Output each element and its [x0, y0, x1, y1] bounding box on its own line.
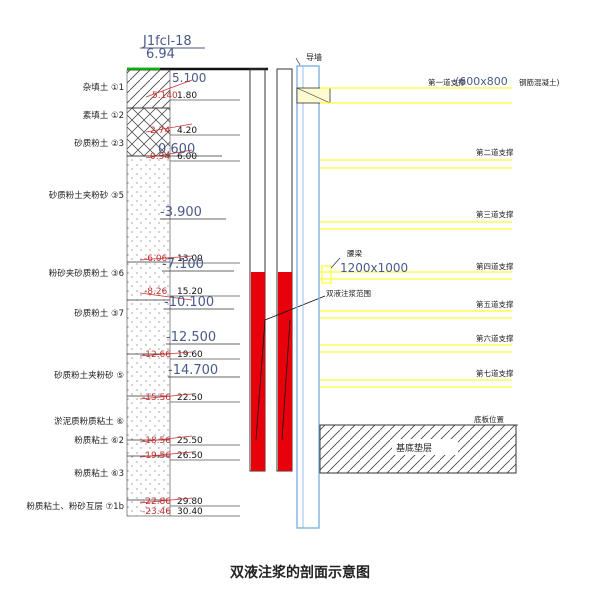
- waler-box: [321, 265, 332, 284]
- layer-name-9: 粉质粘土 ⑥2: [74, 435, 124, 446]
- layer-elev-3: 0.94: [150, 152, 170, 162]
- layer-name-6: 砂质粉土 ③7: [74, 308, 124, 319]
- layer-depth-11: 29.80: [177, 497, 203, 507]
- strut-label-6: 第六道支撑: [476, 333, 514, 343]
- level-mark-5: -12.500: [166, 330, 216, 345]
- layer-elev-1: 5.140: [152, 91, 178, 101]
- retaining-wall: [296, 65, 320, 529]
- layer-name-3: 砂质粉土 ②3: [74, 138, 124, 149]
- layer-fill-1: [126, 69, 171, 109]
- level-mark-lines: [158, 155, 240, 378]
- grout-range-label: 双液注浆范围: [326, 288, 371, 298]
- layer-fill-2: [126, 107, 171, 157]
- strut-label-1: 第一道支撑: [428, 77, 466, 87]
- grout-leader-3: [264, 295, 326, 321]
- layer-name-5: 粉砂夹砂质粉土 ③6: [49, 268, 124, 279]
- strut-label-3: 第三道支撑: [476, 209, 514, 219]
- waler-leader: [330, 257, 341, 269]
- layer-elev-6: -8.26: [144, 287, 168, 297]
- level-mark-1: 0.600: [158, 142, 195, 157]
- grout-zone-right: [278, 272, 292, 471]
- level-mark-2: -3.900: [160, 205, 202, 220]
- layer-name-8: 淤泥质粉质粘土 ⑥: [54, 416, 124, 427]
- slab-label-bg: [392, 439, 458, 455]
- waler-label: 腰梁: [347, 249, 362, 258]
- waler-spec: 1200x1000: [340, 261, 408, 275]
- layer-depth-3: 6.00: [177, 152, 197, 162]
- base-label: 底板位置: [474, 414, 504, 424]
- red-leader-lines: [139, 79, 193, 504]
- guide-wall-label: 导墙: [306, 52, 322, 62]
- layer-name-11: 粉质粘土、粉砂互层 ⑦1b: [26, 501, 124, 512]
- layer-depth-8: 22.50: [177, 393, 203, 403]
- layer-elev-9: -18.56: [142, 436, 171, 446]
- guide-wall-leader: [295, 57, 301, 66]
- level-mark-4: -10.100: [164, 295, 214, 310]
- layer-elev-8: -15.56: [142, 393, 171, 403]
- layer-elev-11: -22.86: [142, 497, 171, 507]
- layer-depth-1: 1.80: [177, 91, 197, 101]
- figure-caption: 双液注浆的剖面示意图: [230, 565, 370, 581]
- borehole-name: J1fcl-18: [142, 34, 192, 49]
- layer-name-1: 杂填土 ①1: [83, 82, 124, 93]
- layer-name-10: 粉质粘土 ⑥3: [74, 468, 124, 479]
- depth-ticks: [170, 99, 240, 517]
- layer-name-2: 素填土 ①2: [83, 110, 124, 121]
- grout-leader-1: [255, 319, 266, 441]
- layer-depth-9: 25.50: [177, 436, 203, 446]
- top-level-mark: 5.100: [172, 71, 206, 85]
- strut-label-2: 第二道支撑: [476, 147, 514, 157]
- level-mark-6: -14.700: [168, 363, 218, 378]
- capping-beam-diag: [296, 87, 331, 104]
- grout-leader-2: [281, 319, 291, 441]
- layer-elev-2: 2.74: [150, 126, 170, 136]
- layer-depth-5: 13.00: [177, 254, 203, 264]
- strut-lines: [320, 87, 512, 388]
- layer-name-4: 砂质粉土夹粉砂 ③5: [49, 190, 124, 201]
- layer-name-7: 砂质粉土夹粉砂 ⑤: [54, 370, 124, 381]
- slab-label: 基底垫层: [396, 442, 432, 454]
- strut-spec-1: (600x800: [455, 75, 508, 88]
- borehole-elevation: 6.94: [146, 47, 175, 62]
- layer-depth-2: 4.20: [177, 126, 197, 136]
- strut-label-4: 第四道支撑: [476, 261, 514, 271]
- layer-elev-12: -23.46: [142, 507, 171, 517]
- layer-depth-10: 26.50: [177, 451, 203, 461]
- layer-elev-10: -19.56: [142, 451, 171, 461]
- layer-depth-7: 19.60: [177, 350, 203, 360]
- grout-zone-left: [251, 272, 265, 471]
- layer-depth-12: 30.40: [177, 507, 203, 517]
- strut-label-5: 第五道支撑: [476, 299, 514, 309]
- layer-depth-6: 15.20: [177, 287, 203, 297]
- strut-material-1: 钢筋混凝土): [519, 77, 559, 87]
- strut-label-7: 第七道支撑: [476, 368, 514, 378]
- level-mark-3: -7.100: [162, 257, 204, 272]
